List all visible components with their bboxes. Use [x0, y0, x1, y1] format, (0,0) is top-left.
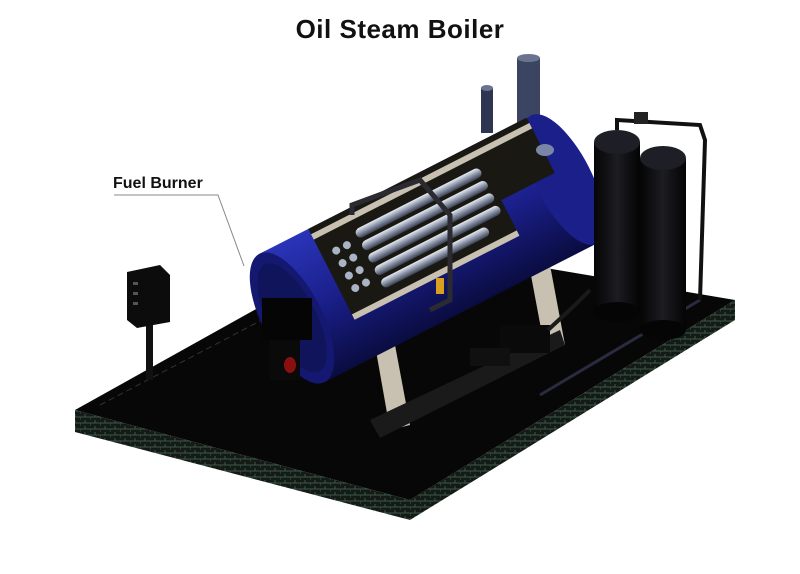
fuel-burner	[262, 298, 312, 380]
feed-pump	[470, 288, 592, 366]
fire-tubes	[355, 168, 501, 288]
fuel-burner-leader-line	[114, 194, 245, 267]
boiler-supports	[370, 265, 565, 438]
level-gauge	[436, 278, 444, 294]
feed-pipe	[349, 177, 453, 313]
diagram-title: Oil Steam Boiler	[295, 14, 505, 44]
fuel-burner-label: Fuel Burner	[113, 175, 203, 192]
steam-outlet-pipe	[481, 85, 493, 133]
control-panel	[127, 265, 170, 380]
base-platform	[75, 240, 735, 520]
fuel-tanks	[594, 112, 708, 340]
manhole	[536, 144, 554, 156]
